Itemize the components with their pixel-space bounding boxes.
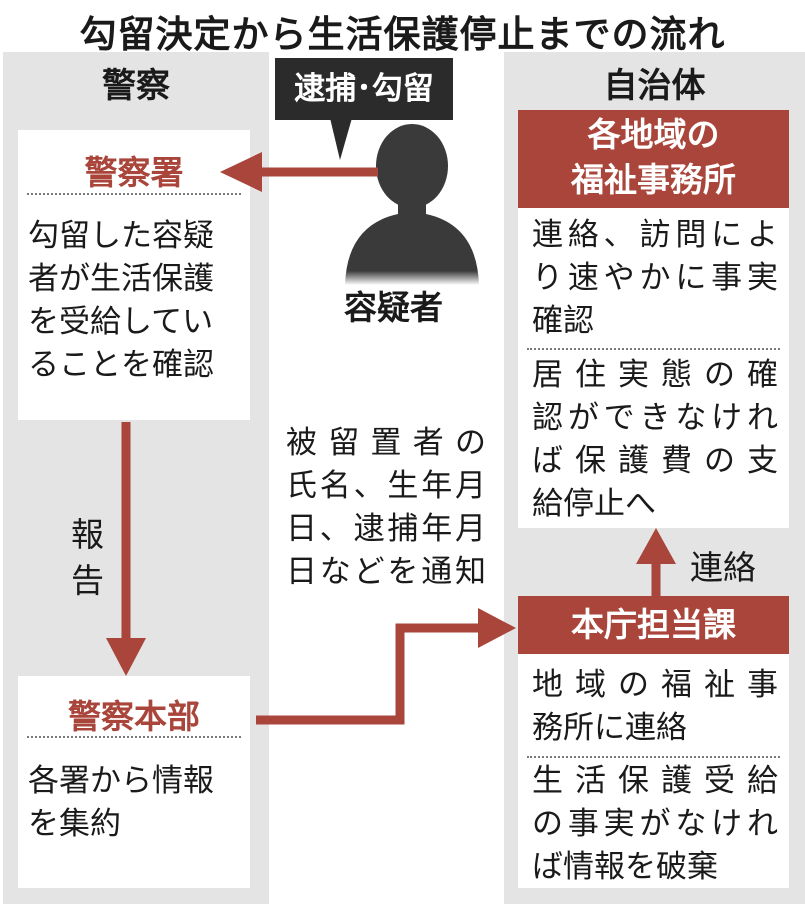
welfare-office-text-b: 居住実態の確 認ができなけれ ば保護費の支 給停止へ: [532, 357, 778, 522]
divider: [27, 193, 241, 195]
suspect-label: 容疑者: [344, 288, 443, 327]
divider: [527, 348, 780, 350]
hq-section-text-b: 生活保護受給 の事実がなけれ ば情報を破棄: [532, 763, 778, 885]
welfare-office-box: 各地域の 福祉事務所 連絡、訪問によ り速やかに事実 確認 居住実態の確 認がで…: [518, 110, 789, 528]
page-title: 勾留決定から生活保護停止までの流れ: [79, 13, 726, 56]
arrow-notify: [256, 623, 482, 725]
police-hq-box: 警察本部 各署から情報 を集約: [18, 676, 250, 888]
municipality-heading: 自治体: [603, 66, 706, 106]
divider: [527, 756, 780, 758]
arrow-to-station-head: [220, 152, 262, 192]
police-hq-text: 各署から情報 を集約: [28, 763, 214, 842]
hq-section-title: 本庁担当課: [518, 596, 789, 654]
arrest-tag: 逮捕･勾留: [275, 58, 453, 120]
welfare-office-title: 各地域の 福祉事務所: [518, 110, 789, 208]
hq-section-box: 本庁担当課 地域の福祉事 務所に連絡 生活保護受給 の事実がなけれ ば情報を破棄: [518, 596, 789, 888]
hq-section-text-a: 地域の福祉事 務所に連絡: [532, 667, 778, 746]
tag-pointer: [330, 118, 352, 160]
notice-text: 被留置者の 氏名、生年月 日、逮捕年月 日などを通知: [286, 425, 486, 590]
welfare-office-text-a: 連絡、訪問によ り速やかに事実 確認: [532, 217, 778, 339]
arrow-notify-head: [478, 608, 516, 648]
police-heading: 警察: [102, 66, 170, 106]
divider: [27, 736, 241, 738]
police-station-title: 警察署: [84, 153, 184, 192]
arrow-report-head: [106, 638, 146, 676]
police-hq-title: 警察本部: [68, 697, 200, 736]
arrow-contact-head: [636, 528, 676, 564]
contact-label: 連絡: [690, 548, 756, 587]
person-silhouette-icon: [345, 124, 479, 285]
police-station-text: 勾留した容疑 者が生活保護 を受給してい ることを確認: [28, 218, 214, 383]
report-label: 報 告: [71, 515, 104, 600]
police-station-box: 警察署 勾留した容疑 者が生活保護 を受給してい ることを確認: [18, 130, 250, 420]
